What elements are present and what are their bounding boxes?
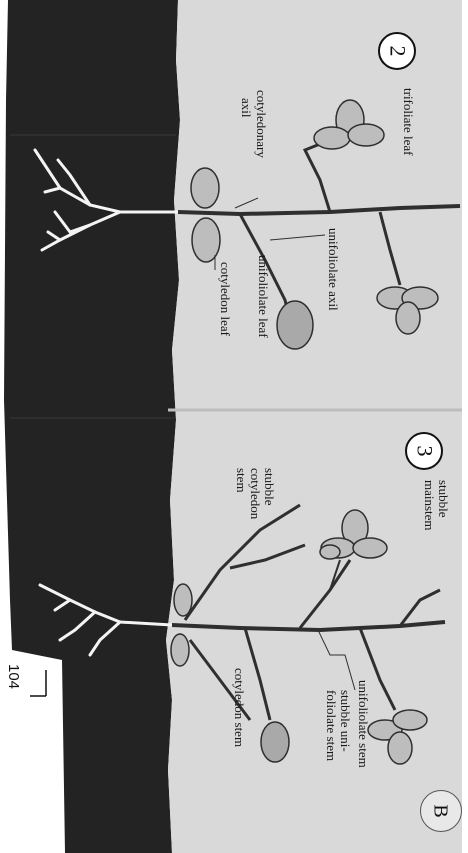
page-number: 104 bbox=[5, 664, 22, 689]
panel-number-2: 2 bbox=[378, 32, 416, 70]
label-stubble-unifoliolate-stem-line1: stubble uni- bbox=[339, 690, 352, 752]
label-stubble-mainstem-line2: mainstem bbox=[423, 480, 436, 531]
corner-letter: B bbox=[420, 790, 462, 832]
trifoliate-leaf bbox=[320, 545, 340, 559]
label-stubble-cotyledon-stem-line2: cotyledon bbox=[249, 468, 262, 519]
label-cotyledon-stem: cotyledon stem bbox=[233, 668, 246, 747]
label-unifoliolate-stem: unifoliolate stem bbox=[357, 680, 370, 768]
label-stubble-cotyledon-stem-line3: stem bbox=[235, 468, 248, 493]
label-unifoliolate-axil: unifoliolate axil bbox=[327, 228, 340, 311]
label-cotyledonary-axil-line1: cotyledonary bbox=[255, 90, 268, 158]
label-cotyledonary-axil-line2: axil bbox=[240, 98, 253, 118]
label-trifoliate-leaf: trifoliate leaf bbox=[402, 88, 415, 156]
label-cotyledon-leaf: cotyledon leaf bbox=[219, 262, 232, 336]
label-stubble-mainstem-line1: stubble bbox=[437, 480, 450, 518]
cotyledon-leaf bbox=[174, 584, 192, 616]
unifoliolate-leaf bbox=[261, 722, 289, 762]
unifoliolate-leaf bbox=[277, 301, 313, 349]
cotyledon-leaf bbox=[191, 168, 219, 208]
label-stubble-cotyledon-stem-line1: stubble bbox=[263, 468, 276, 506]
label-stubble-unifoliolate-stem-line2: foliolate stem bbox=[325, 690, 338, 761]
label-unifoliolate-leaf: unifoliolate leaf bbox=[257, 255, 270, 338]
cotyledon-leaf bbox=[192, 218, 220, 262]
cotyledon-leaf bbox=[171, 634, 189, 666]
panel-number-3: 3 bbox=[405, 432, 443, 470]
